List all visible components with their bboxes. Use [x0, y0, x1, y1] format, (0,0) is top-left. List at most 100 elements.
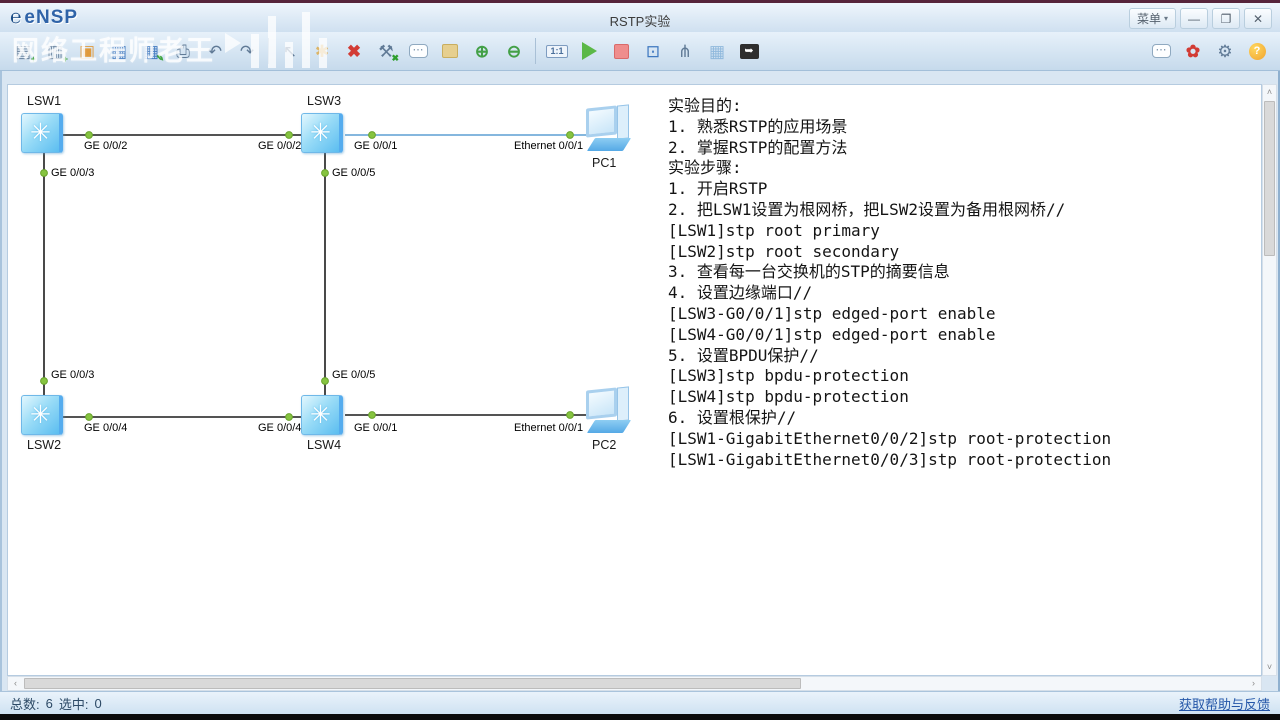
save-topology-button[interactable]: ▦	[104, 36, 134, 66]
minimize-button[interactable]: —	[1180, 8, 1208, 29]
show-grid-button[interactable]: ▦	[702, 36, 732, 66]
statusbar: 总数: 6 选中: 0 获取帮助与反馈	[0, 691, 1280, 714]
port-dot	[566, 411, 574, 419]
stop-devices-icon	[613, 43, 629, 59]
note-line: 实验目的:	[668, 96, 742, 115]
huawei-logo-button[interactable]: ✿	[1178, 36, 1208, 66]
note-line: [LSW2]stp root secondary	[668, 241, 900, 261]
ensp-logo-text: eNSP	[24, 7, 79, 28]
selected-label: 选中:	[58, 696, 89, 712]
port-dot	[285, 131, 293, 139]
help-feedback-link[interactable]: 获取帮助与反馈	[1178, 696, 1270, 712]
zoom-out-button[interactable]: ⊖	[499, 36, 529, 66]
packet-capture-icon: ⊡	[645, 41, 661, 61]
pc-base	[586, 420, 632, 433]
start-devices-button[interactable]	[574, 36, 604, 66]
port-dot	[285, 413, 293, 421]
help-button[interactable]: ?	[1242, 36, 1272, 66]
undo-icon: ↶	[207, 41, 223, 61]
show-ports-icon: ⋔	[677, 41, 693, 61]
toolbar: ▤+▥+▣▦▦✎⎙↶↷↖✱✖⚒✖⋯⊕⊖1:1⊡⋔▦➥ ⋯✿⚙?	[0, 32, 1280, 71]
messages-button[interactable]: ⋯	[1146, 36, 1176, 66]
port-dot	[368, 131, 376, 139]
port-dot	[85, 131, 93, 139]
ensp-logo-icon: ℮	[10, 7, 23, 28]
print-button[interactable]: ⎙	[168, 36, 198, 66]
scroll-right-button[interactable]: ›	[1252, 678, 1255, 688]
port-label: Ethernet 0/0/1	[514, 140, 584, 152]
new-exam-project-button[interactable]: ▥+	[40, 36, 70, 66]
device-LSW1[interactable]: LSW1	[21, 94, 63, 153]
community-button[interactable]: ➥	[734, 36, 764, 66]
scroll-left-button[interactable]: ‹	[14, 678, 17, 688]
open-topology-button[interactable]: ▣	[72, 36, 102, 66]
new-topology-button[interactable]: ▤+	[8, 36, 38, 66]
pan-hand-button[interactable]: ✱	[307, 36, 337, 66]
port-dot	[40, 169, 48, 177]
actual-size-icon: 1:1	[546, 44, 568, 58]
note-line: 1. 熟悉RSTP的应用场景	[668, 116, 848, 136]
save-as-button[interactable]: ▦✎	[136, 36, 166, 66]
messages-icon: ⋯	[1151, 44, 1171, 58]
select-cursor-button[interactable]: ↖	[275, 36, 305, 66]
save-as-icon: ▦	[142, 41, 160, 61]
port-label: GE 0/0/3	[51, 369, 95, 381]
stop-devices-button[interactable]	[606, 36, 636, 66]
scroll-up-button[interactable]: ˄	[1266, 87, 1273, 97]
device-label: PC2	[592, 438, 617, 452]
letterbox-strip	[0, 714, 1280, 720]
erase-tool-icon: ⚒	[378, 41, 394, 61]
port-label: GE 0/0/1	[354, 140, 398, 152]
menu-button[interactable]: 菜单▾	[1128, 8, 1176, 29]
settings-button[interactable]: ⚙	[1210, 36, 1240, 66]
topology-links-layer	[40, 131, 590, 421]
actual-size-button[interactable]: 1:1	[542, 36, 572, 66]
print-icon: ⎙	[176, 41, 190, 61]
delete-button[interactable]: ✖	[339, 36, 369, 66]
restore-button[interactable]: ❐	[1212, 8, 1240, 29]
note-line: 3. 查看每一台交换机的STP的摘要信息	[668, 262, 950, 282]
device-PC2[interactable]: PC2	[586, 386, 632, 452]
add-text-icon: ⋯	[408, 44, 428, 58]
window-title: RSTP实验	[609, 14, 671, 29]
vertical-scroll-thumb[interactable]	[1264, 101, 1275, 256]
note-line: [LSW3]stp bpdu-protection	[668, 366, 909, 386]
select-cursor-icon: ↖	[282, 41, 298, 61]
scroll-down-button[interactable]: ˅	[1266, 662, 1273, 672]
device-LSW3[interactable]: LSW3	[301, 94, 343, 153]
ensp-logo: ℮eNSP	[10, 7, 78, 29]
window-right-border	[1278, 3, 1280, 714]
switch-icon	[21, 113, 63, 153]
device-PC1[interactable]: PC1	[586, 104, 632, 170]
undo-button[interactable]: ↶	[200, 36, 230, 66]
start-devices-icon	[581, 42, 597, 60]
toolbar-right-group: ⋯ ✿ ⚙?	[1146, 36, 1272, 66]
toolbar-separator	[268, 38, 269, 64]
device-label: LSW3	[307, 94, 342, 108]
pc-screen	[586, 105, 617, 138]
huawei-logo-icon: ✿	[1185, 41, 1201, 61]
erase-tool-button[interactable]: ⚒✖	[371, 36, 401, 66]
close-button[interactable]: ✕	[1244, 8, 1272, 29]
vertical-scrollbar[interactable]: ˄ ˅	[1262, 84, 1277, 676]
add-shape-icon	[442, 44, 458, 58]
show-ports-button[interactable]: ⋔	[670, 36, 700, 66]
add-shape-button[interactable]	[435, 36, 465, 66]
horizontal-scroll-thumb[interactable]	[24, 678, 801, 689]
zoom-in-button[interactable]: ⊕	[467, 36, 497, 66]
device-LSW2[interactable]: LSW2	[21, 395, 63, 452]
note-line: 1. 开启RSTP	[668, 179, 768, 199]
redo-icon: ↷	[239, 41, 255, 61]
redo-button[interactable]: ↷	[232, 36, 262, 66]
horizontal-scrollbar[interactable]: ‹ ›	[7, 676, 1262, 691]
port-dot	[85, 413, 93, 421]
device-LSW4[interactable]: LSW4	[301, 395, 343, 452]
packet-capture-button[interactable]: ⊡	[638, 36, 668, 66]
pan-hand-icon: ✱	[314, 41, 330, 61]
note-line: 2. 掌握RSTP的配置方法	[668, 137, 848, 157]
note-line: 2. 把LSW1设置为根网桥，把LSW2设置为备用根网桥//	[668, 199, 1066, 219]
add-text-button[interactable]: ⋯	[403, 36, 433, 66]
